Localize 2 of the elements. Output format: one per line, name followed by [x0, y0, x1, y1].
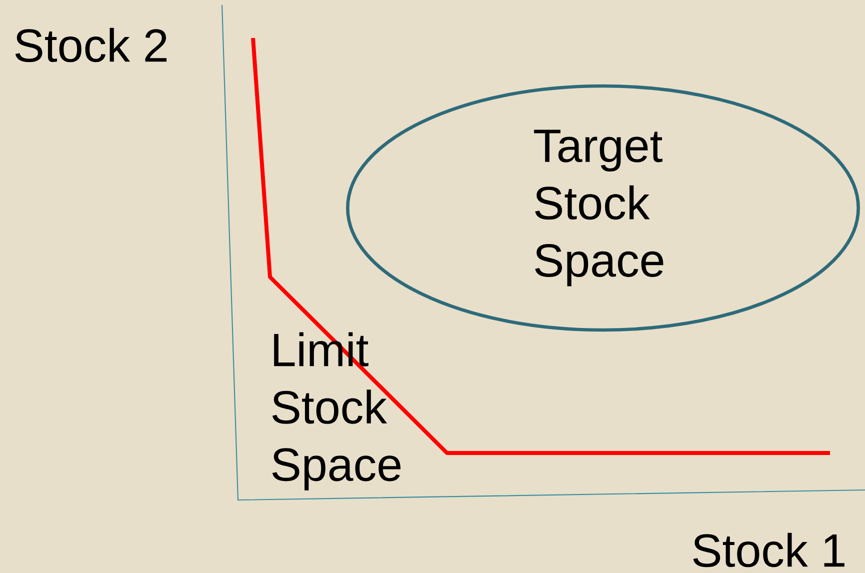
axis-label: Stock 1 — [693, 532, 844, 568]
axis-label: Stock 2 — [15, 28, 167, 62]
